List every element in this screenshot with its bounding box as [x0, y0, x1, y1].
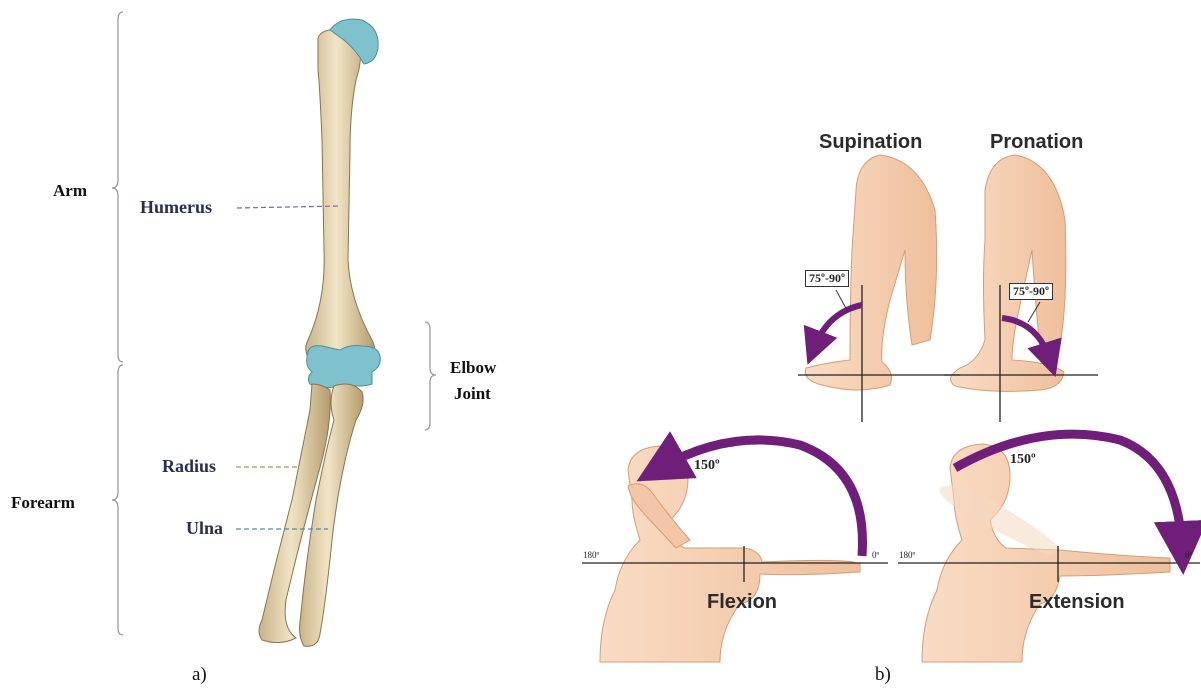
- panel-a-caption: a): [192, 664, 207, 686]
- arm-region-label: Arm: [53, 181, 87, 201]
- extension-label: Extension: [1029, 591, 1125, 614]
- humerus-label: Humerus: [140, 197, 212, 218]
- elbow-cartilage: [307, 346, 381, 388]
- pronation-label: Pronation: [990, 131, 1083, 154]
- radius-label: Radius: [162, 456, 216, 477]
- pronation-range-box: 75º-90º: [1009, 283, 1053, 300]
- flexion-start-label: 180º: [583, 550, 599, 560]
- flexion-label: Flexion: [707, 591, 777, 614]
- panel-b-motions: [582, 155, 1200, 662]
- humerus-bone: [306, 30, 375, 362]
- elbow-region-label-line1: Elbow: [450, 358, 496, 378]
- supination-range-box: 75º-90º: [805, 270, 849, 287]
- supination-range-pointer: [836, 290, 848, 312]
- flexion-figure: [600, 446, 860, 662]
- flexion-arrow: [660, 440, 862, 556]
- flexion-angle-label: 150º: [694, 458, 720, 474]
- forearm-region-label: Forearm: [11, 493, 75, 513]
- arm-bracket: [112, 12, 123, 362]
- panel-a-bones: [112, 12, 436, 646]
- flexion-end-label: 0º: [872, 550, 879, 560]
- extension-start-label: 180º: [899, 550, 915, 560]
- ulna-label: Ulna: [186, 518, 223, 539]
- extension-end-label: 0º: [1185, 550, 1192, 560]
- panel-b-caption: b): [875, 664, 891, 686]
- extension-angle-label: 150º: [1010, 452, 1036, 468]
- elbow-bracket: [425, 322, 436, 430]
- elbow-region-label-line2: Joint: [454, 384, 491, 404]
- forearm-bracket: [112, 365, 123, 635]
- supination-label: Supination: [819, 131, 922, 154]
